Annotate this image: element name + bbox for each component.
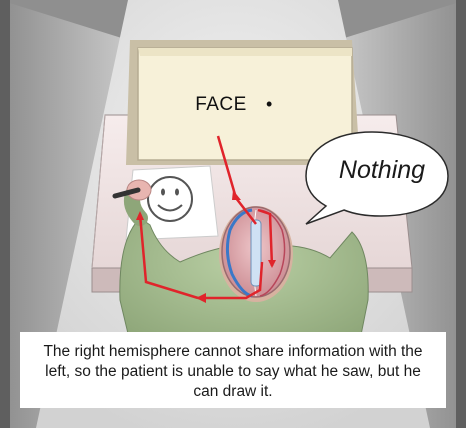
fixation-point: •	[266, 94, 272, 115]
caption-text: The right hemisphere cannot share inform…	[43, 343, 422, 400]
speech-bubble-text: Nothing	[322, 156, 442, 185]
screen-word: FACE	[176, 94, 266, 116]
caption-box: The right hemisphere cannot share inform…	[20, 332, 446, 408]
brain-top-view	[219, 206, 293, 302]
